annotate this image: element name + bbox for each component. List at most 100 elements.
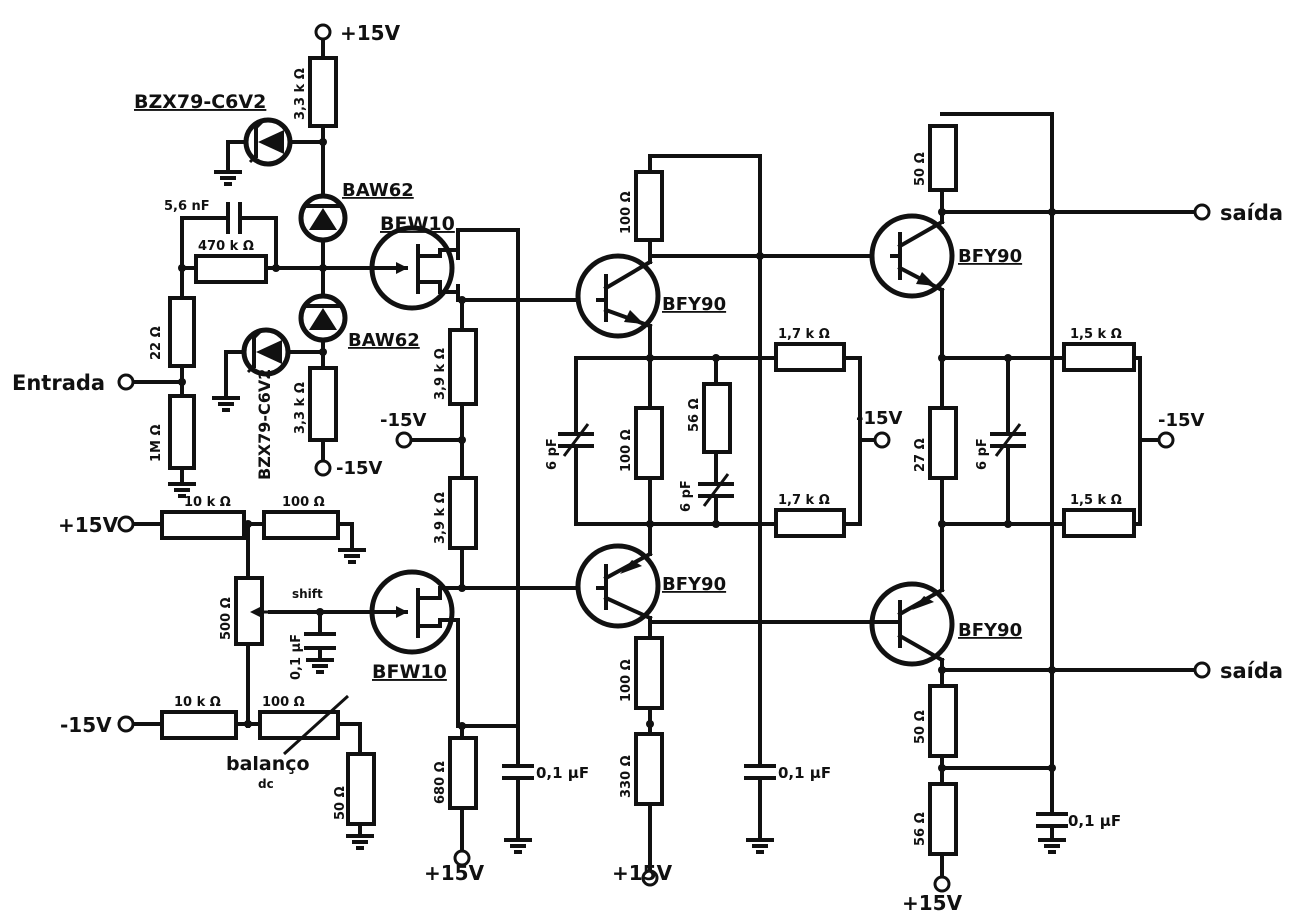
resistor-27: [928, 406, 958, 480]
resistor-1m: [168, 394, 196, 470]
value-label: 680 Ω: [433, 761, 448, 804]
part-label: BFW10: [380, 213, 455, 235]
resistor-470k: [194, 254, 268, 284]
value-label: 6 pF: [975, 438, 990, 470]
value-label: 1,7 k Ω: [778, 327, 830, 342]
resistor-100-top: [262, 510, 340, 540]
ground-icon: [306, 658, 334, 674]
part-label: BFY90: [662, 574, 726, 595]
value-label: 5,6 nF: [164, 199, 210, 214]
junction-dots: [178, 138, 1056, 772]
resistor-50-bottom: [928, 684, 958, 758]
ground-icon: [338, 548, 366, 564]
resistor-680: [448, 736, 478, 810]
part-label: BFY90: [662, 294, 726, 315]
terminal-minus15-left: [117, 715, 135, 733]
resistor-50-left: [346, 752, 376, 826]
output-label-top: saída: [1220, 201, 1283, 225]
terminal-output-top: [1193, 203, 1211, 221]
zener-mid-diode: [241, 327, 291, 377]
value-label: 330 Ω: [619, 755, 634, 798]
value-label: 56 Ω: [687, 398, 702, 432]
capacitor-shift: [304, 632, 336, 650]
part-label: BZX79-C6V2: [134, 91, 266, 113]
terminal-minus15-d: [1157, 431, 1175, 449]
part-label: BFY90: [958, 246, 1022, 267]
value-label: 1,5 k Ω: [1070, 327, 1122, 342]
resistor-1k5-a: [1062, 342, 1136, 372]
bjt-bfy90-3: [869, 213, 955, 299]
value-label: 100 Ω: [619, 429, 634, 472]
bjt-bfy90-1: [575, 253, 661, 339]
value-label: 1,7 k Ω: [778, 493, 830, 508]
value-label: 50 Ω: [913, 152, 928, 186]
resistor-100-emitter: [634, 636, 664, 710]
labels: +15V -15V -15V -15V -15V +15V -15V +15V …: [12, 21, 1283, 915]
supply-label: -15V: [856, 408, 903, 429]
supply-label: -15V: [336, 458, 383, 479]
ground-symbols: [168, 170, 1066, 854]
resistor-50-top: [928, 124, 958, 192]
value-label: 3,3 k Ω: [293, 68, 308, 120]
supply-label: -15V: [1158, 410, 1205, 431]
value-label: 50 Ω: [333, 786, 348, 820]
baw62-top-diode: [298, 193, 348, 243]
resistor-100-collector: [634, 170, 664, 242]
supply-label: +15V: [424, 861, 485, 885]
ground-icon: [214, 170, 242, 186]
part-label: BAW62: [348, 330, 420, 351]
value-label: 56 Ω: [913, 812, 928, 846]
value-label: 100 Ω: [262, 695, 305, 710]
input-label: Entrada: [12, 371, 105, 395]
resistors: [160, 56, 1136, 856]
part-label: BZX79-C6V2: [255, 369, 274, 480]
terminals: [117, 23, 1211, 893]
adjustment-arrows: [250, 606, 350, 756]
capacitor-5n6: [210, 202, 258, 234]
value-label: 3,3 k Ω: [293, 382, 308, 434]
supply-label: +15V: [902, 891, 963, 915]
value-label: 6 pF: [679, 480, 694, 512]
capacitor-01-b: [744, 764, 776, 780]
supply-label: +15V: [58, 513, 119, 537]
value-label: dc: [258, 777, 274, 791]
supply-label: +15V: [612, 861, 673, 885]
resistor-3k3-top: [308, 56, 338, 128]
resistor-10k-bottom: [160, 710, 238, 740]
value-label: 500 Ω: [219, 597, 234, 640]
resistor-1k7-b: [774, 508, 846, 538]
resistor-330: [634, 732, 664, 806]
value-label: shift: [292, 587, 323, 601]
ground-icon: [504, 838, 532, 854]
value-label: 100 Ω: [282, 495, 325, 510]
value-label: 0,1 µF: [1068, 812, 1121, 830]
terminal-plus15-left: [117, 515, 135, 533]
terminal-input: [117, 373, 135, 391]
value-label: 0,1 µF: [289, 634, 304, 680]
ground-icon: [1038, 838, 1066, 854]
baw62-bottom-diode: [298, 293, 348, 343]
capacitor-01-a: [502, 764, 534, 780]
value-label: 6 pF: [545, 438, 560, 470]
capacitor-01-c: [1036, 812, 1068, 828]
terminal-minus15-c: [873, 431, 891, 449]
value-label: 10 k Ω: [174, 695, 221, 710]
value-label: 3,9 k Ω: [433, 348, 448, 400]
zener-top-diode: [243, 117, 293, 167]
bjt-bfy90-2: [575, 543, 661, 629]
value-label: 1M Ω: [149, 424, 164, 462]
terminal-plus15-bot3: [933, 875, 951, 893]
resistor-10k-top: [160, 510, 246, 540]
resistor-1k7-a: [774, 342, 846, 372]
transistors: [368, 213, 955, 667]
diodes: [241, 117, 348, 377]
resistor-1k5-b: [1062, 508, 1136, 538]
terminal-plus15-bot2: [641, 869, 659, 887]
value-label: 0,1 µF: [778, 764, 831, 782]
output-label-bottom: saída: [1220, 659, 1283, 683]
ground-icon: [746, 838, 774, 854]
terminal-minus15-a: [314, 459, 332, 477]
fet-bfw10-bottom: [368, 569, 464, 655]
ground-icon: [346, 834, 374, 850]
